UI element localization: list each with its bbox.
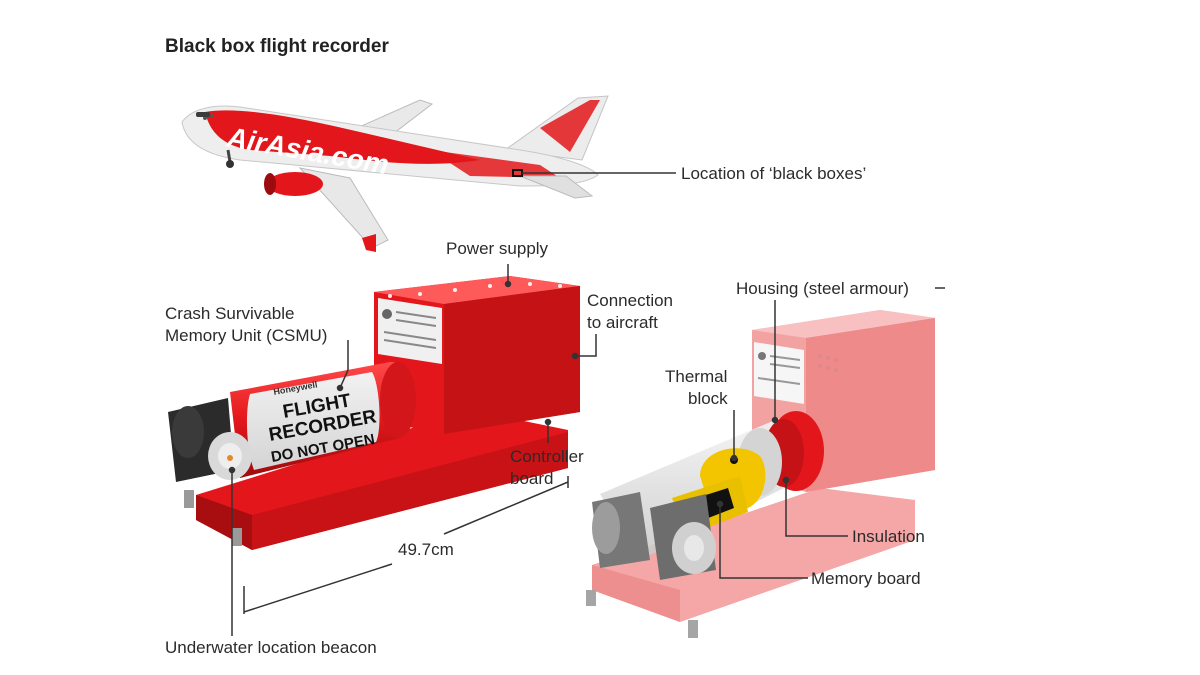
label-thermal-line-2: block bbox=[688, 389, 728, 408]
aircraft-engine bbox=[267, 172, 323, 196]
leader-memory-board bbox=[719, 504, 808, 579]
label-thermal-line-1: Thermal bbox=[665, 367, 728, 386]
diagram-title: Black box flight recorder bbox=[165, 36, 389, 57]
label-csmu-line-2: Memory Unit (CSMU) bbox=[165, 326, 328, 345]
label-location: Location of ‘black boxes’ bbox=[681, 164, 867, 183]
aircraft-tail-stripe bbox=[540, 100, 600, 152]
dimension-line-bottom bbox=[243, 563, 393, 614]
leader-lines bbox=[228, 172, 945, 636]
recorder-box-label-plate bbox=[378, 298, 442, 364]
leader-csmu bbox=[339, 340, 349, 389]
csmu-label bbox=[246, 372, 380, 470]
label-connection-line-2: to aircraft bbox=[587, 313, 658, 332]
label-controller-line-1: Controller bbox=[510, 447, 584, 466]
label-controller-line-2: board bbox=[510, 469, 554, 488]
aircraft-livery-band bbox=[205, 110, 480, 164]
label-dimension: 49.7cm bbox=[398, 540, 454, 559]
label-connection-line-1: Connection bbox=[587, 291, 674, 310]
label-power-supply: Power supply bbox=[446, 239, 549, 258]
label-housing: Housing (steel armour) bbox=[736, 279, 909, 298]
aircraft-windows bbox=[196, 112, 214, 120]
label-beacon: Underwater location beacon bbox=[165, 638, 377, 657]
aircraft-near-wing bbox=[298, 167, 389, 249]
dimension-line-top bbox=[443, 481, 569, 535]
leader-insulation bbox=[785, 480, 848, 537]
flight-recorder-left: Honeywell FLIGHT RECORDER DO NOT OPEN bbox=[168, 276, 580, 550]
label-memory-board: Memory board bbox=[811, 569, 921, 588]
flight-recorder-cutaway bbox=[586, 310, 935, 638]
aircraft-illustration: AirAsia.com bbox=[181, 95, 609, 252]
label-insulation: Insulation bbox=[852, 527, 925, 546]
leader-connection bbox=[575, 334, 597, 357]
label-csmu-line-1: Crash Survivable bbox=[165, 304, 295, 323]
